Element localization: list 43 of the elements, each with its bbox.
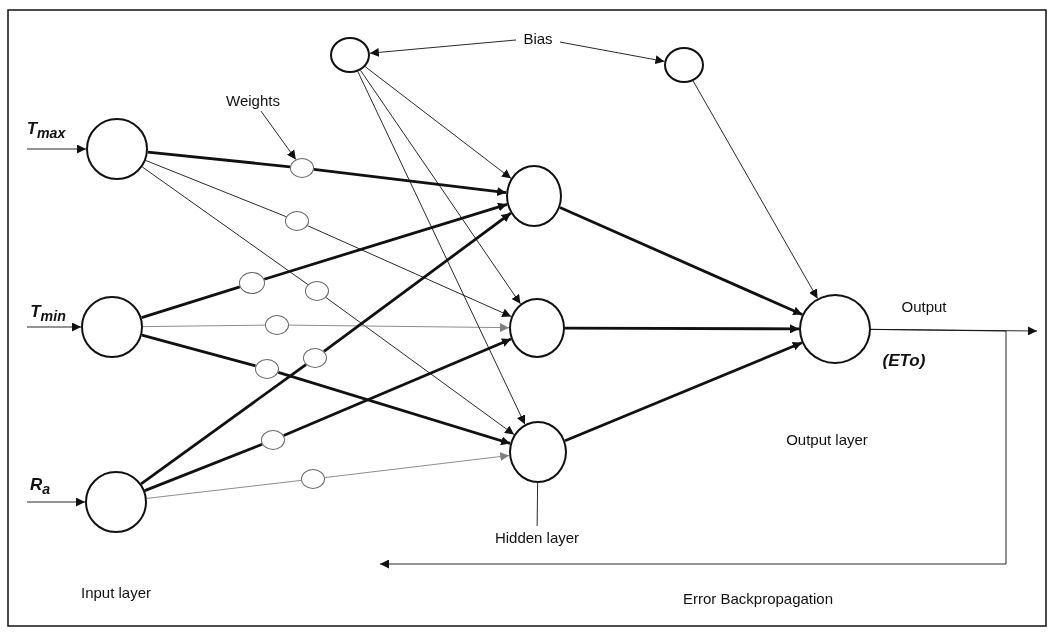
neuron-circle xyxy=(509,298,565,358)
input-label: T$_{min}$ xyxy=(30,301,66,325)
connection-line xyxy=(140,363,307,485)
weight-circle xyxy=(290,158,314,178)
weight-circle xyxy=(303,348,327,368)
weight-circle xyxy=(305,281,329,301)
connection-line xyxy=(141,333,256,368)
connection-line xyxy=(146,479,302,499)
connection-line xyxy=(141,285,241,320)
neuron-circle xyxy=(664,47,704,83)
arrow xyxy=(277,371,511,446)
input-label: R$_{a}$ xyxy=(29,474,51,498)
arrow xyxy=(263,202,508,281)
connection-line xyxy=(144,442,263,492)
callout-label: Weights xyxy=(220,89,286,111)
arrow xyxy=(313,168,507,197)
connection-line xyxy=(142,324,266,328)
callout-label: Bias xyxy=(516,27,560,49)
weight-circle xyxy=(239,272,265,294)
arrow xyxy=(564,341,803,443)
weight-circle xyxy=(301,469,325,489)
leader-line xyxy=(536,482,539,527)
arrow xyxy=(565,324,799,334)
connection-line xyxy=(147,150,291,169)
arrow xyxy=(559,206,803,316)
neuron-circle xyxy=(330,37,370,73)
arrow xyxy=(283,337,512,437)
neuron-circle xyxy=(506,165,562,227)
neuron-circle xyxy=(509,421,567,483)
weight-circle xyxy=(285,211,309,231)
weight-circle xyxy=(261,430,285,450)
output-label: (ETo) xyxy=(882,351,926,371)
edge-label: Error Backpropagation xyxy=(682,589,834,607)
layer-label: Input layer xyxy=(81,583,151,601)
connection-line xyxy=(141,166,309,285)
layer-label: Hidden layer xyxy=(487,526,587,548)
layer-label: Output layer xyxy=(786,430,868,448)
connection-line xyxy=(145,160,287,218)
edge-label: Output xyxy=(901,297,947,315)
weight-circle xyxy=(265,315,289,335)
input-label: T$_{max}$ xyxy=(26,118,66,142)
weight-circle xyxy=(255,359,279,379)
arrow xyxy=(323,212,512,353)
